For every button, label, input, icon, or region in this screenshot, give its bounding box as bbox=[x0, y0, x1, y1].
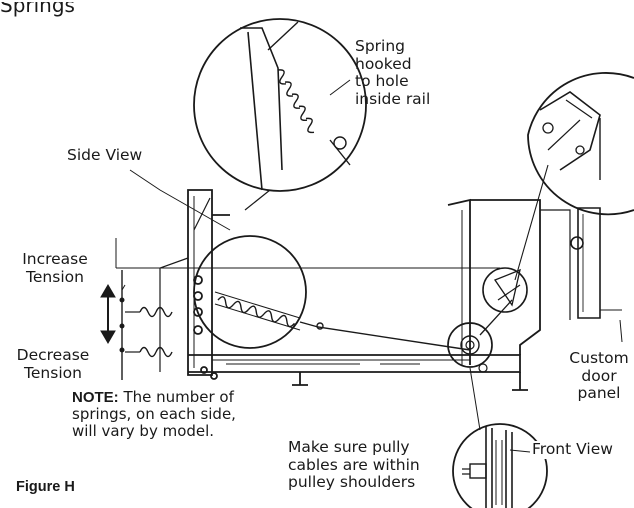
label-increase-tension: Increase Tension bbox=[10, 250, 100, 286]
label-line: Custom bbox=[569, 349, 629, 367]
label-line: Tension bbox=[26, 267, 84, 286]
label-line: Tension bbox=[24, 363, 82, 382]
label-spring-hooked: Spring hooked to hole inside rail bbox=[355, 37, 431, 108]
label-line: panel bbox=[577, 384, 621, 402]
section-heading-fragment: Springs bbox=[0, 0, 75, 17]
figure-caption: Figure H bbox=[16, 479, 75, 495]
detail-circle-side-spring bbox=[193, 235, 307, 349]
custom-door-panel bbox=[570, 207, 622, 319]
label-custom-door-panel: Custom door panel bbox=[566, 349, 632, 403]
label-line: hooked bbox=[355, 54, 412, 73]
label-line: inside rail bbox=[355, 89, 431, 108]
label-line: Spring bbox=[355, 37, 406, 55]
detail-circle-right bbox=[514, 72, 634, 281]
label-side-view: Side View bbox=[67, 146, 143, 164]
label-line: door bbox=[581, 366, 617, 385]
label-line: cables are within bbox=[288, 455, 420, 474]
label-pulley-shoulders: Make sure pully cables are within pulley… bbox=[288, 438, 420, 492]
label-line: pulley shoulders bbox=[288, 473, 416, 491]
side-spring bbox=[214, 291, 471, 351]
label-line: Increase bbox=[22, 250, 88, 268]
note-label: NOTE: bbox=[72, 389, 119, 406]
detail-circle-front-view bbox=[452, 423, 548, 508]
detail-circle-top bbox=[193, 18, 367, 231]
pulley-assembly bbox=[447, 267, 528, 431]
note-springs: NOTE: The number of springs, on each sid… bbox=[72, 389, 262, 440]
label-line: to hole bbox=[355, 72, 409, 90]
leader-lines bbox=[129, 79, 623, 453]
label-front-view: Front View bbox=[532, 440, 613, 459]
tension-inset bbox=[100, 270, 173, 380]
label-line: Make sure pully bbox=[288, 438, 410, 456]
note-text: The number of springs, on each side, wil… bbox=[72, 388, 236, 440]
label-line: Decrease bbox=[16, 346, 90, 364]
frame-side-view bbox=[115, 189, 571, 391]
label-decrease-tension: Decrease Tension bbox=[6, 346, 100, 382]
